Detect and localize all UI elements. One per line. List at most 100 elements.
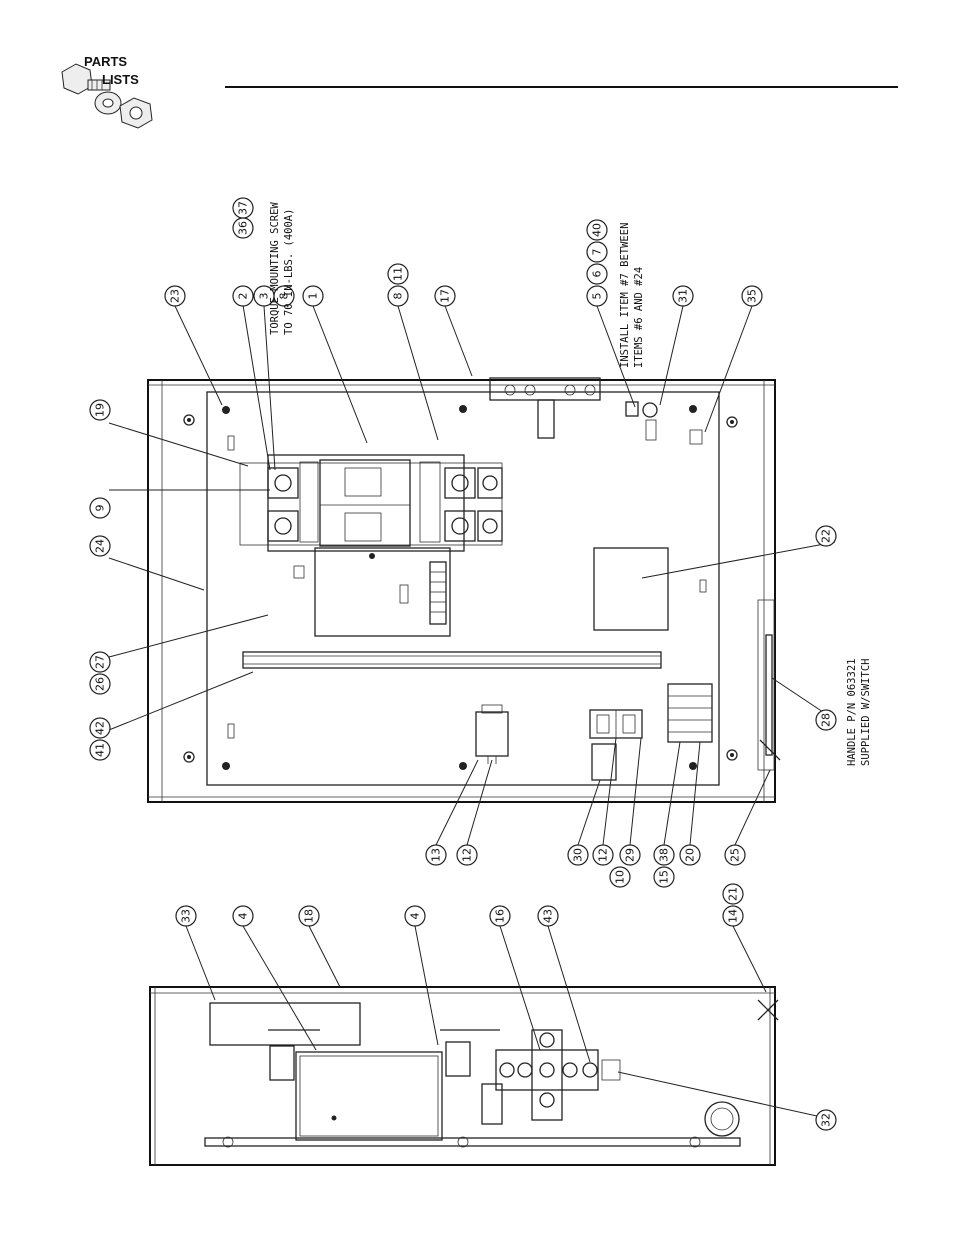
callout-c12b: 12 (593, 845, 613, 865)
callout-c11: 11 (388, 264, 408, 284)
callout-label: 30 (572, 848, 585, 862)
callout-label: 8 (392, 293, 405, 300)
torque-note-line-1: TORQUE MOUNTING SCREW (269, 202, 281, 335)
knockout (705, 1102, 739, 1136)
callout-c9: 9 (90, 498, 110, 518)
switch-lugs (268, 468, 502, 541)
callout-c43: 43 (538, 906, 558, 926)
callout-c33: 33 (176, 906, 196, 926)
callout-label: 27 (94, 655, 107, 669)
callout-c35: 35 (742, 286, 762, 306)
callout-label: 28 (820, 713, 833, 727)
callout-c36: 36 (233, 218, 253, 238)
washer-icon (95, 92, 121, 114)
callout-label: 14 (727, 909, 740, 923)
logo-line-2: LISTS (102, 72, 139, 87)
wiring-label (210, 1003, 360, 1045)
door-handle (766, 635, 772, 755)
callout-label: 1 (307, 293, 320, 300)
callout-c15: 15 (654, 867, 674, 887)
instruction-decal (594, 548, 668, 630)
callout-label: 33 (180, 909, 193, 923)
callout-label: 41 (94, 743, 107, 757)
callout-label: 10 (614, 870, 627, 884)
conduit-fittings (490, 378, 600, 438)
callout-label: 37 (237, 201, 250, 215)
callout-label: 43 (542, 909, 555, 923)
callout-label: 6 (591, 271, 604, 278)
callout-label: 7 (591, 249, 604, 256)
callout-c22: 22 (816, 526, 836, 546)
logo-line-1: PARTS (84, 54, 127, 69)
callout-c37: 37 (233, 198, 253, 218)
callout-label: 19 (94, 403, 107, 417)
callout-c30: 30 (568, 845, 588, 865)
callout-label: 12 (461, 848, 474, 862)
callout-c20: 20 (680, 845, 700, 865)
callout-c10: 10 (610, 867, 630, 887)
transformer (296, 1052, 442, 1140)
callout-label: 13 (430, 848, 443, 862)
fuse-block (590, 710, 642, 738)
callout-c7: 7 (587, 242, 607, 262)
ground-lug (626, 402, 657, 440)
callout-c24: 24 (90, 536, 110, 556)
callout-c8b: 8 (388, 286, 408, 306)
label-plate (592, 744, 616, 780)
callout-label: 40 (591, 223, 604, 237)
callout-c38: 38 (654, 845, 674, 865)
callout-c19: 19 (90, 400, 110, 420)
callout-c29: 29 (620, 845, 640, 865)
callout-c16: 16 (490, 906, 510, 926)
callout-label: 24 (94, 539, 107, 553)
install-note-line-2: ITEMS #6 AND #24 (633, 267, 645, 368)
controller-board (294, 548, 450, 636)
leader-lines (109, 305, 835, 1120)
handle-note-line-2: SUPPLIED W/SWITCH (860, 659, 872, 766)
callout-label: 18 (303, 909, 316, 923)
transformer-brackets (268, 1030, 500, 1080)
callout-c23: 23 (165, 286, 185, 306)
callout-label: 35 (746, 289, 759, 303)
din-rail (243, 652, 661, 668)
callout-c12a: 12 (457, 845, 477, 865)
callout-label: 25 (729, 848, 742, 862)
lower-enclosure (150, 987, 778, 1165)
callout-c4b: 4 (405, 906, 425, 926)
install-note-line-1: INSTALL ITEM #7 BETWEEN (619, 223, 631, 368)
neutral-block (496, 1030, 598, 1120)
callout-c13: 13 (426, 845, 446, 865)
callout-c17: 17 (435, 286, 455, 306)
callout-label: 23 (169, 289, 182, 303)
handle-note-line-1: HANDLE P/N 063321 (846, 659, 858, 766)
callout-label: 20 (684, 848, 697, 862)
callout-label: 29 (624, 848, 637, 862)
callout-c14: 14 (723, 906, 743, 926)
callout-c26: 26 (90, 674, 110, 694)
callout-c18: 18 (299, 906, 319, 926)
callout-c32: 32 (816, 1110, 836, 1130)
bottom-flange (205, 1137, 740, 1147)
callout-c2: 2 (233, 286, 253, 306)
callout-label: 9 (94, 505, 107, 512)
callout-label: 31 (677, 289, 690, 303)
callout-label: 15 (658, 870, 671, 884)
callout-label: 22 (820, 529, 833, 543)
torque-note-line-2: TO 70 IN-LBS. (400A) (283, 209, 295, 335)
callout-c41: 41 (90, 740, 110, 760)
main-enclosure (148, 378, 780, 802)
relay (476, 705, 508, 764)
callout-c4a: 4 (233, 906, 253, 926)
callout-label: 12 (597, 848, 610, 862)
callout-label: 32 (820, 1113, 833, 1127)
callout-c25: 25 (725, 845, 745, 865)
callout-c5: 5 (587, 286, 607, 306)
nut-icon (120, 98, 152, 128)
callout-label: 42 (94, 721, 107, 735)
neutral-label (602, 1060, 620, 1080)
transfer-switch (240, 455, 502, 551)
callout-label: 4 (237, 913, 250, 920)
callout-c42: 42 (90, 718, 110, 738)
callout-c27: 27 (90, 652, 110, 672)
enclosure-mount-holes (184, 415, 737, 762)
